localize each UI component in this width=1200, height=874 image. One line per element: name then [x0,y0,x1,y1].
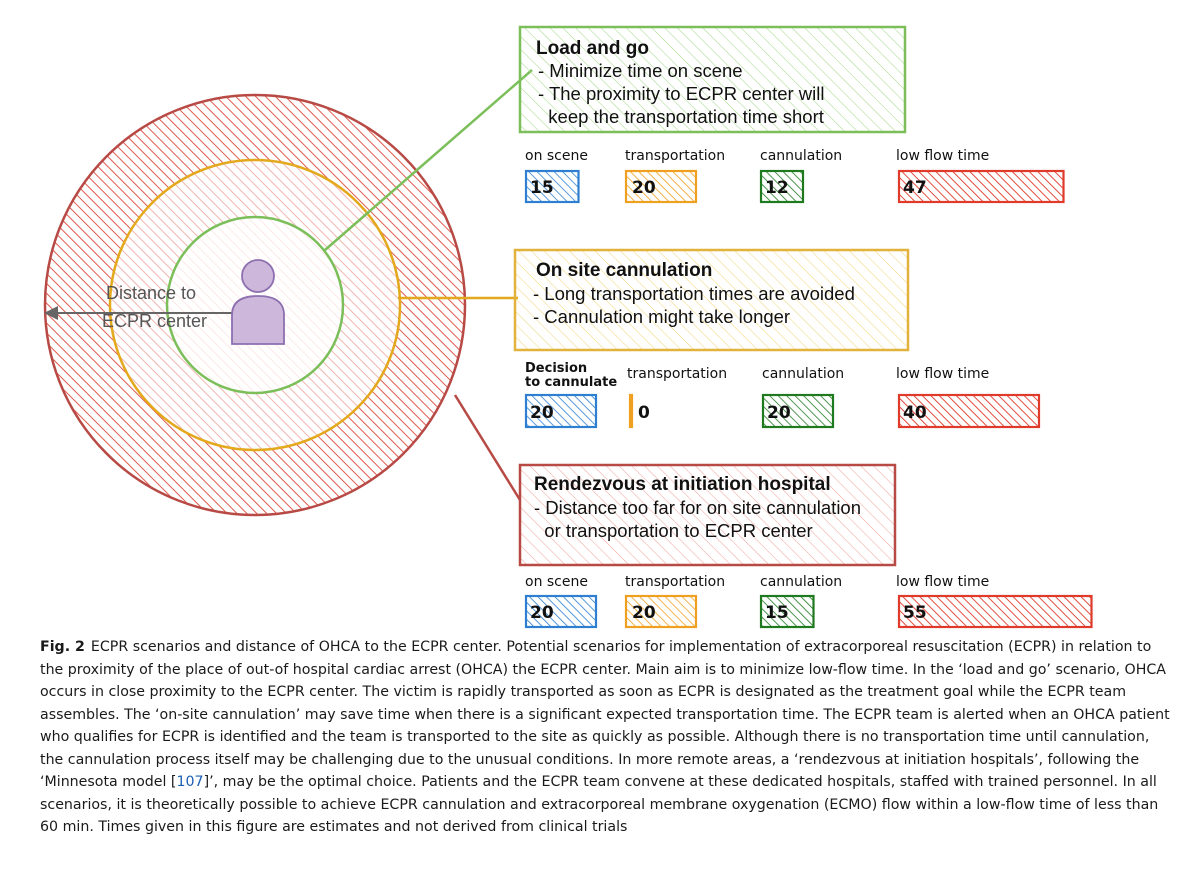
bar-label-decision-line-2: to cannulate [525,375,617,390]
bar-value-on-scene: 15 [530,178,554,198]
rendezvous-time-bars: on scene transportation cannulation low … [524,574,1093,629]
scenario-load-and-go: Load and go - Minimize time on scene - T… [518,25,907,134]
bar-decision-to-cannulate [524,393,598,429]
bar-value-cannulation: 15 [765,603,789,623]
load-and-go-connector [324,69,533,251]
load-and-go-time-bars: on scene transportation cannulation low … [524,148,1065,204]
bar-cannulation [759,169,805,204]
bar-value-transportation: 0 [638,403,650,423]
load-and-go-line-2: - The proximity to ECPR center will [538,83,825,104]
bar-transportation [624,169,698,204]
bar-label-transportation: transportation [625,148,725,164]
on-site-time-bars: Decision to cannulate transportation can… [524,361,1041,429]
bar-label-cannulation: cannulation [760,574,842,590]
bar-label-transportation: transportation [625,574,725,590]
scenario-rendezvous: Rendezvous at initiation hospital - Dist… [518,463,897,567]
bar-value-decision: 20 [530,403,554,423]
bar-label-low-flow: low flow time [896,366,989,382]
bar-value-low-flow: 47 [903,178,927,198]
caption-text-part-1: ECPR scenarios and distance of OHCA to t… [40,639,1170,790]
bar-cannulation [761,393,835,429]
load-and-go-line-3: keep the transportation time short [538,106,824,127]
bar-value-transportation: 20 [632,178,656,198]
distance-arrow [44,306,245,320]
on-site-line-2: - Cannulation might take longer [533,306,790,327]
rendezvous-line-1: - Distance too far for on site cannulati… [534,497,861,518]
load-and-go-line-1: - Minimize time on scene [538,60,743,81]
reference-link[interactable]: 107 [176,774,204,790]
scenario-on-site-cannulation: On site cannulation - Long transportatio… [513,248,910,352]
bar-cannulation [759,594,815,629]
bar-label-cannulation: cannulation [762,366,844,382]
bar-low-flow [897,393,1041,429]
on-site-line-1: - Long transportation times are avoided [533,283,855,304]
bar-value-cannulation: 12 [765,178,789,198]
ecpr-scenario-diagram: Distance to ECPR center Load and go - Mi… [43,25,1093,629]
bar-value-on-scene: 20 [530,603,554,623]
on-site-title: On site cannulation [536,260,712,281]
bar-label-transportation: transportation [627,366,727,382]
figure-label: Fig. 2 [40,639,85,655]
bar-on-scene [524,169,580,204]
bar-low-flow [897,169,1065,204]
rendezvous-connector [453,394,522,501]
bar-label-cannulation: cannulation [760,148,842,164]
bar-label-decision-line-1: Decision [525,361,587,376]
rendezvous-line-2: or transportation to ECPR center [534,520,813,541]
bar-low-flow [897,594,1093,629]
bar-value-cannulation: 20 [767,403,791,423]
bar-transportation [624,594,698,629]
bar-label-low-flow: low flow time [896,148,989,164]
patient-icon [231,259,285,345]
bar-value-low-flow: 55 [903,603,927,623]
caption-text-part-2: ]’, may be the optimal choice. Patients … [40,774,1159,835]
bar-label-on-scene: on scene [525,574,588,590]
distance-label-line-2: ECPR center [102,311,207,331]
rendezvous-title: Rendezvous at initiation hospital [534,474,831,495]
bar-transportation [628,393,634,429]
load-and-go-title: Load and go [536,38,649,59]
bar-on-scene [524,594,598,629]
distance-label-line-1: Distance to [106,283,196,303]
bar-label-on-scene: on scene [525,148,588,164]
load-and-go-box [518,25,907,134]
bar-value-transportation: 20 [632,603,656,623]
bar-label-low-flow: low flow time [896,574,989,590]
bar-value-low-flow: 40 [903,403,927,423]
on-site-box [513,248,910,352]
rendezvous-box [518,463,897,567]
